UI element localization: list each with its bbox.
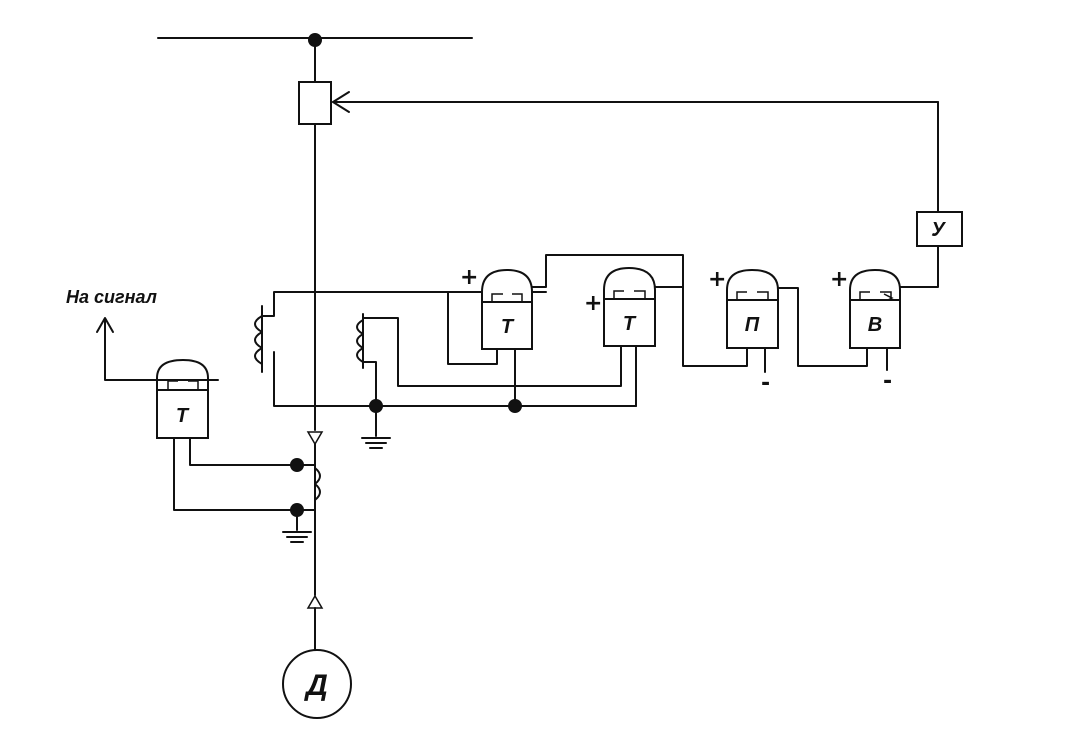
coil-wire [273,351,637,407]
ct-marker-down-icon [306,431,324,446]
relay-p-label: П [745,314,760,336]
plus-sign: + [708,267,726,292]
plus-sign: + [460,265,478,290]
relay-t2[interactable] [603,298,656,347]
motor[interactable] [282,649,352,719]
relay-t1-contact-cap[interactable] [481,268,533,302]
arrow-up-icon [96,317,114,333]
motor-marker-up-icon [306,594,324,609]
ct-coil-icon [314,467,321,501]
relay-t-left-contact-cap[interactable] [156,358,209,390]
relay-t1-label: Т [501,316,515,338]
relay-v-contact-cap[interactable] [849,268,901,300]
contact-icon [491,293,523,302]
minus-sign: - [883,369,892,394]
minus-sign: - [761,371,770,396]
coil-wire [362,317,622,387]
relay-wire [777,287,868,367]
signal-wire [104,319,219,381]
relay-p[interactable] [726,299,779,349]
relay-t2-contact-cap[interactable] [603,266,656,299]
ct-secondary-wire [173,437,298,511]
motor-label: Д [303,669,328,702]
contact-icon [736,291,769,300]
relay-t-left[interactable] [156,389,209,439]
junction-dot [369,399,383,413]
relay-wire [447,291,498,365]
junction-dot [508,399,522,413]
relay-v[interactable] [849,299,901,349]
relay-t2-label: Т [623,313,637,335]
plus-sign: + [584,291,602,316]
feedback-arrow-icon [332,91,350,113]
relay-t1[interactable] [481,301,533,350]
ct-secondary-wire [189,437,298,466]
coil-wire [261,291,547,317]
amplifier-box[interactable] [916,211,963,247]
plus-sign: + [830,267,848,292]
relay-p-contact-cap[interactable] [726,268,779,300]
coil-icon [254,315,263,365]
ground-icon [361,437,391,449]
signal-output-label: На сигнал [66,287,157,307]
breaker[interactable] [298,81,332,125]
contact-icon [613,290,646,299]
relay-wire [531,254,748,367]
relay-v-label: В [868,314,882,336]
relay-t-left-label: Т [176,405,190,427]
amplifier-wire [899,245,939,288]
amplifier-label: У [931,219,946,241]
ground-icon [282,531,312,543]
coil-icon [356,319,364,363]
coil-wire [362,361,377,437]
